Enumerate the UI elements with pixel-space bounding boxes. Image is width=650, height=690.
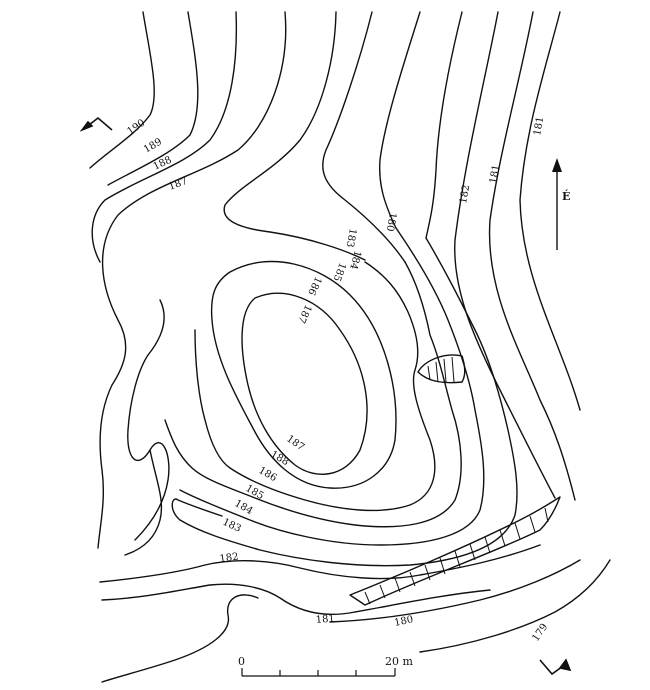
contour-label-186: 186 xyxy=(257,465,279,484)
contour-label-184-ridge: 183 xyxy=(344,227,358,248)
contour-label-182-east: 182 xyxy=(458,184,472,205)
contour-west-inner xyxy=(124,449,163,556)
contour-180-south xyxy=(329,559,581,623)
section-marker-nw-icon xyxy=(79,116,113,132)
contour-label-187: 187 xyxy=(167,176,189,193)
scale-start-label: 0 xyxy=(238,655,245,668)
contour-183-west xyxy=(171,498,223,521)
contour-west-loop xyxy=(127,299,170,541)
contour-label-185: 185 xyxy=(244,483,266,502)
contour-label-183-ridge: 180 xyxy=(384,211,398,232)
section-marker-se-icon xyxy=(539,658,572,676)
contour-183-descend xyxy=(425,11,463,239)
contour-184-descend xyxy=(378,11,421,229)
contour-label-180-south: 180 xyxy=(393,614,414,629)
contour-label-188-south: 187 xyxy=(284,433,306,453)
contour-label-179: 179 xyxy=(530,622,550,644)
north-arrow-icon xyxy=(552,158,562,250)
contour-185-wrap xyxy=(164,261,462,528)
contour-186-wrap xyxy=(194,261,436,512)
contour-label-189: 189 xyxy=(142,137,164,156)
contour-183-wrap xyxy=(179,237,518,567)
contour-label-190: 190 xyxy=(125,117,147,137)
contour-label-186-ridge: 185 xyxy=(331,261,348,283)
contour-label-181-south: 181 xyxy=(315,613,335,626)
contour-182-south xyxy=(99,544,541,583)
contour-188-summit xyxy=(241,292,368,475)
contour-186-outer xyxy=(223,11,366,261)
north-label: É xyxy=(562,189,570,203)
small-pit-outline xyxy=(417,354,466,384)
contour-187-summit xyxy=(210,260,397,489)
contour-label-187-summit: 186 xyxy=(305,275,323,297)
contour-label-183: 183 xyxy=(221,517,243,535)
contour-label-182: 182 xyxy=(219,551,239,565)
contour-180-east xyxy=(519,11,581,411)
contour-189 xyxy=(107,11,199,186)
scale-end-label: 20 m xyxy=(385,655,413,668)
contour-188 xyxy=(91,11,238,263)
contour-179-south xyxy=(419,559,611,653)
contour-181-loop xyxy=(101,594,259,683)
contour-label-180-east: 181 xyxy=(532,116,546,137)
contour-184-wrap xyxy=(179,227,485,546)
contour-label-188-summit: 187 xyxy=(295,303,313,325)
contour-182-east xyxy=(454,11,556,499)
contour-190 xyxy=(89,11,155,169)
contour-187-outer xyxy=(97,11,287,549)
scale-bar xyxy=(241,668,396,677)
trench-hatching xyxy=(364,507,549,605)
contour-label-181-east: 181 xyxy=(488,164,502,185)
small-pit-hatching xyxy=(427,356,455,383)
contour-181-east xyxy=(488,11,576,501)
contour-185-ridge xyxy=(322,11,406,263)
contour-label-185-ridge: 184 xyxy=(347,249,363,270)
contour-181-south xyxy=(101,583,491,615)
